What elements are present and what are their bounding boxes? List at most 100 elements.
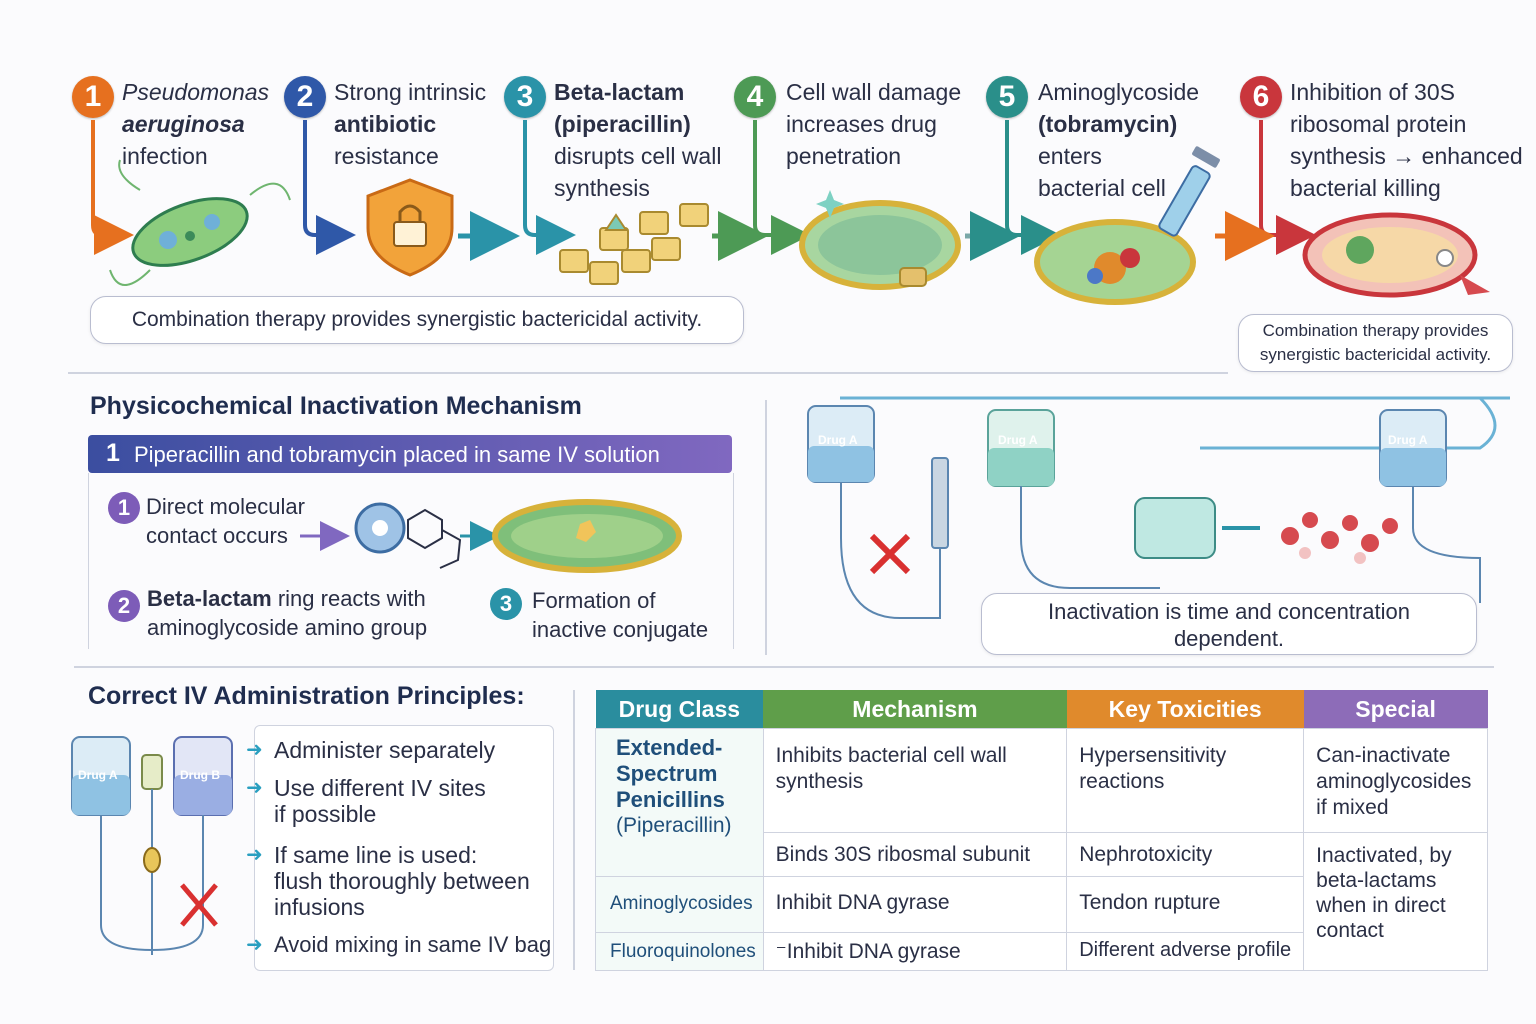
inactivation-box [88,473,734,649]
principles-title: Correct IV Administration Principles: [88,682,525,710]
step-2-line3: resistance [334,143,439,169]
sub-step-2-line2: aminoglycoside amino group [147,615,428,640]
sub-step-2-text: Beta-lactam ring reacts with aminoglycos… [147,584,427,642]
inactivation-note-line1: Inactivation is time and concentration [1048,599,1410,624]
step-5-badge: 5 [986,76,1028,118]
principle-3-arrow-icon: ➜ [246,844,263,866]
step-6-arrow [1259,120,1316,255]
aminoglycoside-molecule-icon [407,508,462,569]
step-6-badge: 6 [1240,76,1282,118]
drug-comparison-table: Drug Class Mechanism Key Toxicities Spec… [595,690,1488,971]
principle-3-l1: If same line is used: [274,842,478,868]
step-6-line2: ribosomal protein [1290,111,1467,137]
sub-step-1-text: Direct molecular contact occurs [146,492,305,550]
step-1-badge: 1 [72,76,114,118]
principle-3: ➜ If same line is used: flush thoroughly… [246,842,530,920]
penicillin-mech-l1: Inhibits bacterial cell wall [775,744,1007,767]
aminoglycoside-toxicity-cell: Tendon rupture [1066,876,1305,933]
iv-bag-b-icon: Drug A [987,409,1160,589]
iv-incompatibility-illustration: Drug A Drug A Drug A [807,396,1510,619]
sub-step-1-line2: contact occurs [146,523,288,548]
principles-bag-left-label: Drug A [78,768,118,782]
principle-2-l2: if possible [274,801,377,827]
step-4-line2: increases drug [786,111,937,137]
step-4-line1: Cell wall damage [786,79,962,105]
penicillin-mech-l2: synthesis [775,770,864,793]
step-1-line3: infection [122,143,208,169]
penicillin-mechanism-cell: Inhibits bacterial cell wall synthesis [762,728,1068,833]
ribosome-cell-icon [1302,212,1490,298]
penicillin-special-l1: Can-inactivate [1316,744,1451,767]
penicillin-class-l1: Extended- [616,735,723,760]
iv-separate-lines-illustration: Drug A Drug B [71,736,233,955]
iv-bag-c-icon: Drug A [1379,409,1481,603]
vertical-divider [765,400,767,655]
conjugation-illustration [300,499,682,573]
table-row: Aminoglycosides Inhibit DNA gyrase Tendo… [595,876,1488,933]
header-mechanism: Mechanism [763,690,1067,729]
penicillin-toxicity-cell: Hypersensitivity reactions [1066,728,1305,833]
step-5-line1: Aminoglycoside [1038,79,1200,105]
avoid-mixing-x-icon [180,883,218,927]
step-3-arrow [523,120,576,255]
fluoroquinolone-toxicity-cell: Different adverse profile [1066,932,1305,971]
sub-step-2-badge: 2 [108,590,140,622]
penicillin-class-l4: (Piperacillin) [616,814,732,837]
step-2-line2: antibiotic [334,111,437,137]
damaged-cell-icon [799,190,961,290]
sub-step-2-rest: ring reacts with [271,586,426,611]
step-6-line1: Inhibition of 30S [1290,79,1455,105]
top-divider [68,372,1228,374]
aminoglycoside-special-cell: Inactivated, by beta-lactams when in dir… [1303,832,1488,971]
step-4-badge: 4 [734,76,776,118]
principle-1: ➜ Administer separately [246,737,495,763]
step-6-line4: bacterial killing [1290,175,1441,201]
y-connector-icon [931,457,949,549]
header-key-toxicities: Key Toxicities [1066,690,1304,729]
principle-3-l3: infusions [274,894,365,920]
penicillin-class-l2: Spectrum [616,761,718,786]
sub-step-1-badge: 1 [108,492,140,524]
amino-special-l1: Inactivated, by [1316,844,1452,867]
step-3-line1: Beta-lactam [554,79,685,105]
sub-step-3-text: Formation of inactive conjugate [532,586,708,644]
principle-1-arrow-icon: ➜ [246,739,263,761]
iv-bag-c-label: Drug A [1388,433,1428,447]
iv-bag-b-label: Drug A [998,433,1038,447]
principle-4-arrow-icon: ➜ [246,934,263,956]
step-6-line3: synthesis → enhanced [1290,143,1523,169]
step-3-line4: synthesis [554,175,650,201]
step-1-arrow [91,120,134,255]
principle-4-l1: Avoid mixing in same IV bag [274,932,552,957]
combo-note-side: Combination therapy provides synergistic… [1238,314,1513,372]
step-2-badge: 2 [284,76,326,118]
principles-bag-right-label: Drug B [180,768,220,782]
step-5-line2: (tobramycin) [1038,111,1178,137]
principle-2-arrow-icon: ➜ [246,777,263,799]
step-2-line1: Strong intrinsic [334,79,487,105]
table-row: Binds 30S ribosmal subunit Nephrotoxicit… [596,832,1488,971]
iv-bag-a-icon: Drug A [807,405,941,619]
penicillin-tox-l1: Hypersensitivity [1079,744,1227,767]
sub-step-3-line2: inactive conjugate [532,617,709,642]
step-5-text: Aminoglycoside (tobramycin) enters bacte… [1038,76,1199,204]
iv-bag-a-label: Drug A [818,433,858,447]
incompatible-x-icon [869,533,911,575]
inactivation-title: Physicochemical Inactivation Mechanism [90,392,582,420]
pathway-illustrations [91,120,1490,305]
bottom-vertical-divider [573,690,575,970]
step-2-arrow [303,120,356,255]
step-1-text: Pseudomonas aeruginosa infection [122,76,269,172]
step-4-text: Cell wall damage increases drug penetrat… [786,76,961,172]
sub-step-3-line1: Formation of [532,588,656,613]
shield-lock-icon [366,178,454,277]
step-5-arrow [1005,120,1061,255]
step-6-text: Inhibition of 30S ribosomal protein synt… [1290,76,1523,204]
bacterium-icon [109,159,291,286]
table-row: Extended- Spectrum Penicillins (Piperaci… [595,728,1488,877]
principle-2: ➜ Use different IV sites if possible [246,775,486,827]
middle-divider [74,666,1494,668]
fluoroquinolone-class-cell: Fluoroquinolones [595,932,764,971]
amino-special-l2: beta-lactams [1316,869,1437,892]
penicillin-class-l3: Penicillins [616,787,725,812]
